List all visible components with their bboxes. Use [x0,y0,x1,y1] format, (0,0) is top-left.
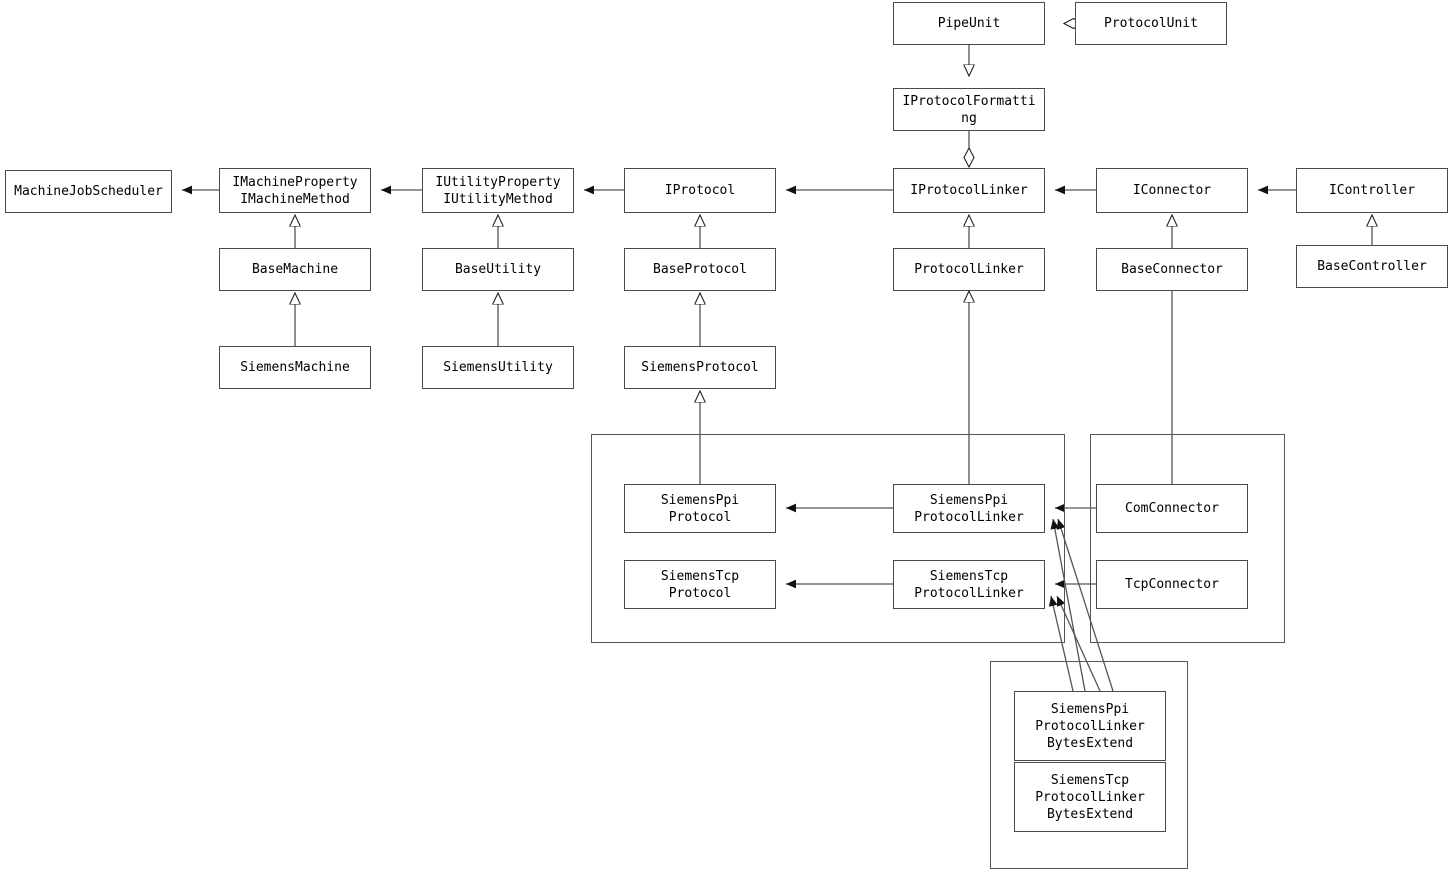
node-base-connector[interactable]: BaseConnector [1096,248,1248,291]
node-siemens-protocol[interactable]: SiemensProtocol [624,346,776,389]
node-base-protocol[interactable]: BaseProtocol [624,248,776,291]
node-protocol-unit[interactable]: ProtocolUnit [1075,2,1227,45]
group-protocol-implementations [591,434,1065,643]
node-siemens-tcp-protocol[interactable]: SiemensTcp Protocol [624,560,776,609]
node-siemens-tcp-protocol-linker-bytes-extend[interactable]: SiemensTcp ProtocolLinker BytesExtend [1014,762,1166,832]
node-siemens-ppi-protocol[interactable]: SiemensPpi Protocol [624,484,776,533]
node-imachine-property[interactable]: IMachineProperty IMachineMethod [219,168,371,213]
node-siemens-tcp-protocol-linker[interactable]: SiemensTcp ProtocolLinker [893,560,1045,609]
node-com-connector[interactable]: ComConnector [1096,484,1248,533]
node-machine-job-scheduler[interactable]: MachineJobScheduler [5,170,172,213]
node-iprotocol-formatting[interactable]: IProtocolFormatti ng [893,88,1045,131]
node-siemens-ppi-protocol-linker[interactable]: SiemensPpi ProtocolLinker [893,484,1045,533]
node-base-controller[interactable]: BaseController [1296,245,1448,288]
node-iconnector[interactable]: IConnector [1096,168,1248,213]
node-protocol-linker[interactable]: ProtocolLinker [893,248,1045,291]
group-bytes-extend-implementations [990,661,1188,869]
node-pipe-unit[interactable]: PipeUnit [893,2,1045,45]
node-base-machine[interactable]: BaseMachine [219,248,371,291]
group-connector-implementations [1090,434,1285,643]
node-iprotocol-linker[interactable]: IProtocolLinker [893,168,1045,213]
node-siemens-machine[interactable]: SiemensMachine [219,346,371,389]
node-base-utility[interactable]: BaseUtility [422,248,574,291]
node-icontroller[interactable]: IController [1296,168,1448,213]
node-siemens-utility[interactable]: SiemensUtility [422,346,574,389]
node-siemens-ppi-protocol-linker-bytes-extend[interactable]: SiemensPpi ProtocolLinker BytesExtend [1014,691,1166,761]
node-iutility-property[interactable]: IUtilityProperty IUtilityMethod [422,168,574,213]
node-iprotocol[interactable]: IProtocol [624,168,776,213]
node-tcp-connector[interactable]: TcpConnector [1096,560,1248,609]
